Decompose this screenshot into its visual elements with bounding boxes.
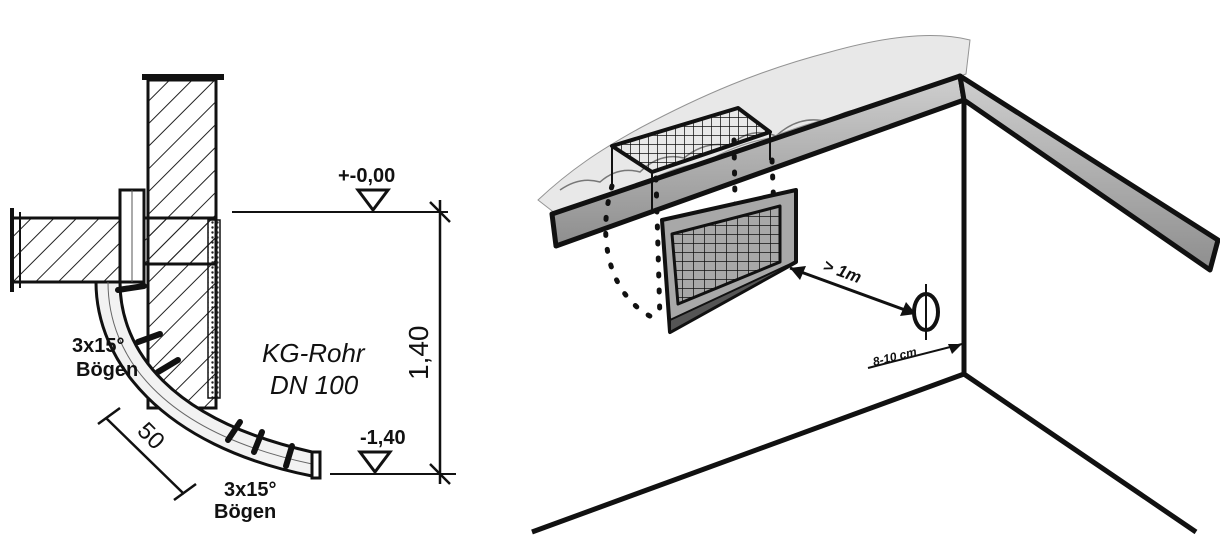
bend-lower-label-2: Bögen: [214, 501, 276, 523]
surface-grate-front: [611, 132, 771, 212]
level-marker-bottom: [357, 450, 393, 475]
projection-line-1: [603, 183, 661, 323]
level-bottom-label: -1,40: [360, 427, 406, 449]
wall-cap: [142, 74, 224, 80]
coupling-5: [251, 429, 265, 455]
pipe-couplings: [115, 283, 295, 469]
distance-arrowhead-2: [900, 302, 916, 316]
floor-slab-wall: [142, 216, 218, 266]
beam-right: [957, 73, 1220, 273]
distance-arrowhead-1: [790, 266, 806, 280]
distance-arrow: [789, 266, 917, 316]
insulation-strip: [207, 219, 221, 399]
height-dimension-label: 1,40: [403, 326, 434, 381]
wall-offset-arrowhead: [948, 344, 962, 354]
offset-tick-1: [97, 406, 121, 426]
vent-grate: [670, 204, 782, 306]
coupling-2: [135, 331, 163, 345]
coupling-3: [155, 357, 181, 375]
section-drawing: +-0,00 -1,40 1,40 50 3x15° Bögen 3x15° B…: [10, 74, 456, 523]
bend-lower-label-1: 3x15°: [224, 479, 277, 501]
perspective-drawing: > 1m 8-10 cm: [531, 35, 1220, 535]
floor-edge-right: [962, 371, 1198, 535]
bend-upper-label-2: Bögen: [76, 359, 138, 381]
coupling-4: [225, 419, 243, 443]
level-marker-top: [355, 188, 391, 213]
offset-tick-2: [173, 482, 197, 502]
floor-edge-left: [531, 371, 965, 535]
vent-sill: [669, 261, 797, 334]
height-tick-top: [429, 201, 451, 223]
wall-offset-line: [867, 343, 963, 369]
wall-offset-label: 8-10 cm: [871, 344, 918, 368]
height-tick-bottom: [429, 463, 451, 485]
pipe-type-label: KG-Rohr: [262, 338, 366, 368]
bend-upper-label-1: 3x15°: [72, 335, 125, 357]
coupling-6: [283, 443, 295, 469]
level-top-label: +-0,00: [338, 165, 395, 187]
offset-dimension-line: [105, 417, 185, 495]
pipe-size-label: DN 100: [270, 370, 359, 400]
projection-line-3: [731, 137, 739, 265]
pipe-end: [310, 450, 322, 480]
coupling-1: [115, 283, 147, 293]
